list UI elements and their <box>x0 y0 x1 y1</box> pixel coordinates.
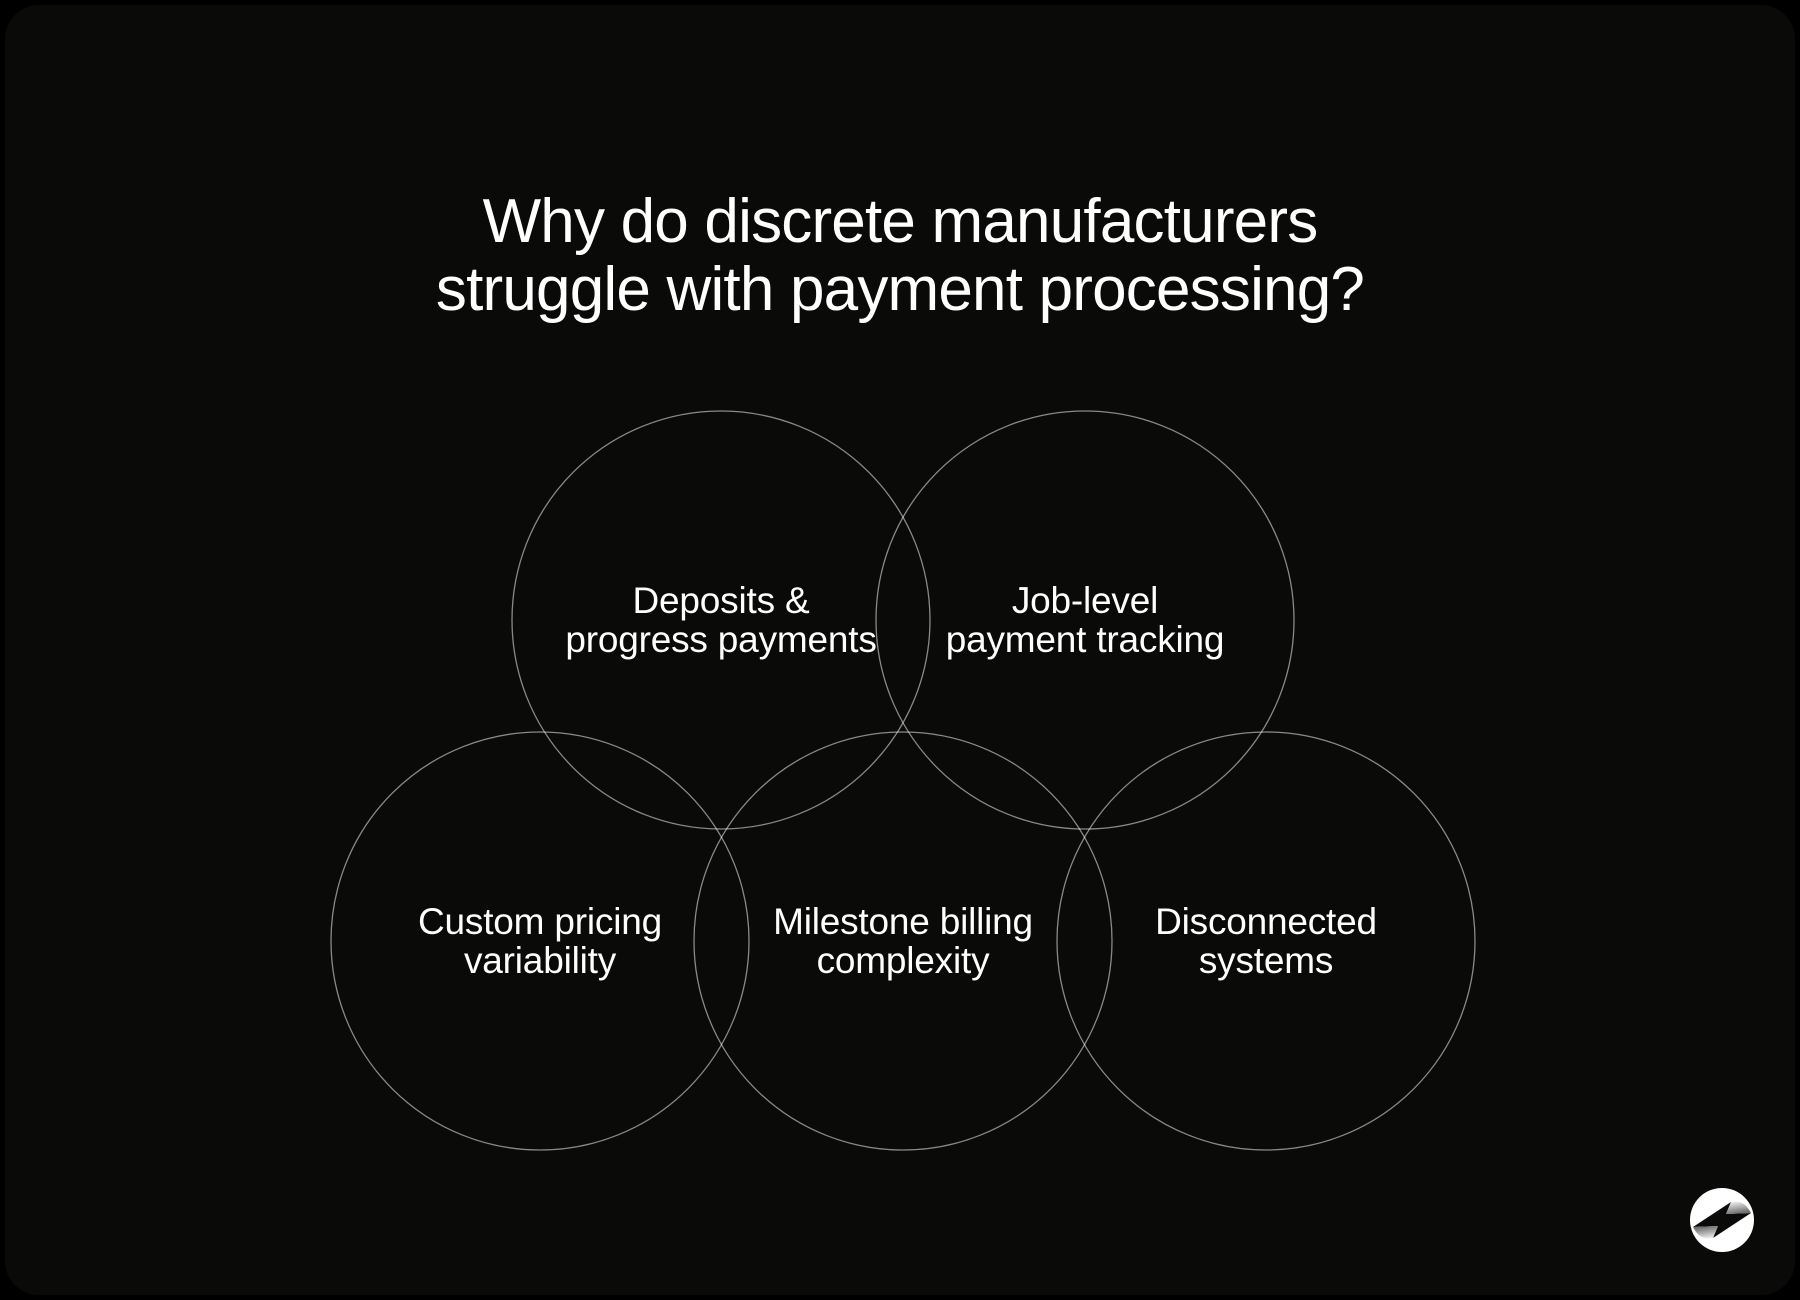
lightning-bolt-icon <box>1690 1188 1754 1252</box>
venn-circle-custom-pricing-variability <box>330 731 750 1151</box>
venn-circle-disconnected-systems <box>1056 731 1476 1151</box>
label-line: variability <box>463 940 617 981</box>
venn-circle-milestone-billing-complexity <box>693 731 1113 1151</box>
page-title: Why do discrete manufacturers struggle w… <box>0 186 1800 324</box>
brand-logo <box>1690 1188 1754 1252</box>
label-line: Custom pricing <box>418 900 662 942</box>
slide-card <box>5 5 1795 1295</box>
label-line: complexity <box>816 940 990 981</box>
venn-label-disconnected-systems: Disconnected systems <box>1155 900 1377 981</box>
label-line: Disconnected <box>1155 900 1377 942</box>
label-line: Milestone billing <box>773 900 1033 942</box>
label-line: systems <box>1198 940 1334 981</box>
page-title-line-1: Why do discrete manufacturers <box>482 186 1319 256</box>
venn-label-milestone-billing-complexity: Milestone billing complexity <box>773 900 1033 981</box>
venn-label-job-level-payment-tracking: Job-level payment tracking <box>945 579 1225 660</box>
venn-label-deposits-progress-payments: Deposits & progress payments <box>565 579 877 660</box>
venn-label-custom-pricing-variability: Custom pricing variability <box>418 900 662 981</box>
venn-circle-deposits-progress-payments <box>511 410 931 830</box>
label-line: Deposits & <box>632 579 810 621</box>
label-line: Job-level <box>1011 579 1159 621</box>
venn-circle-job-level-payment-tracking <box>875 410 1295 830</box>
label-line: progress payments <box>565 619 877 660</box>
label-line: payment tracking <box>945 619 1225 660</box>
page-title-line-2: struggle with payment processing? <box>435 254 1365 324</box>
